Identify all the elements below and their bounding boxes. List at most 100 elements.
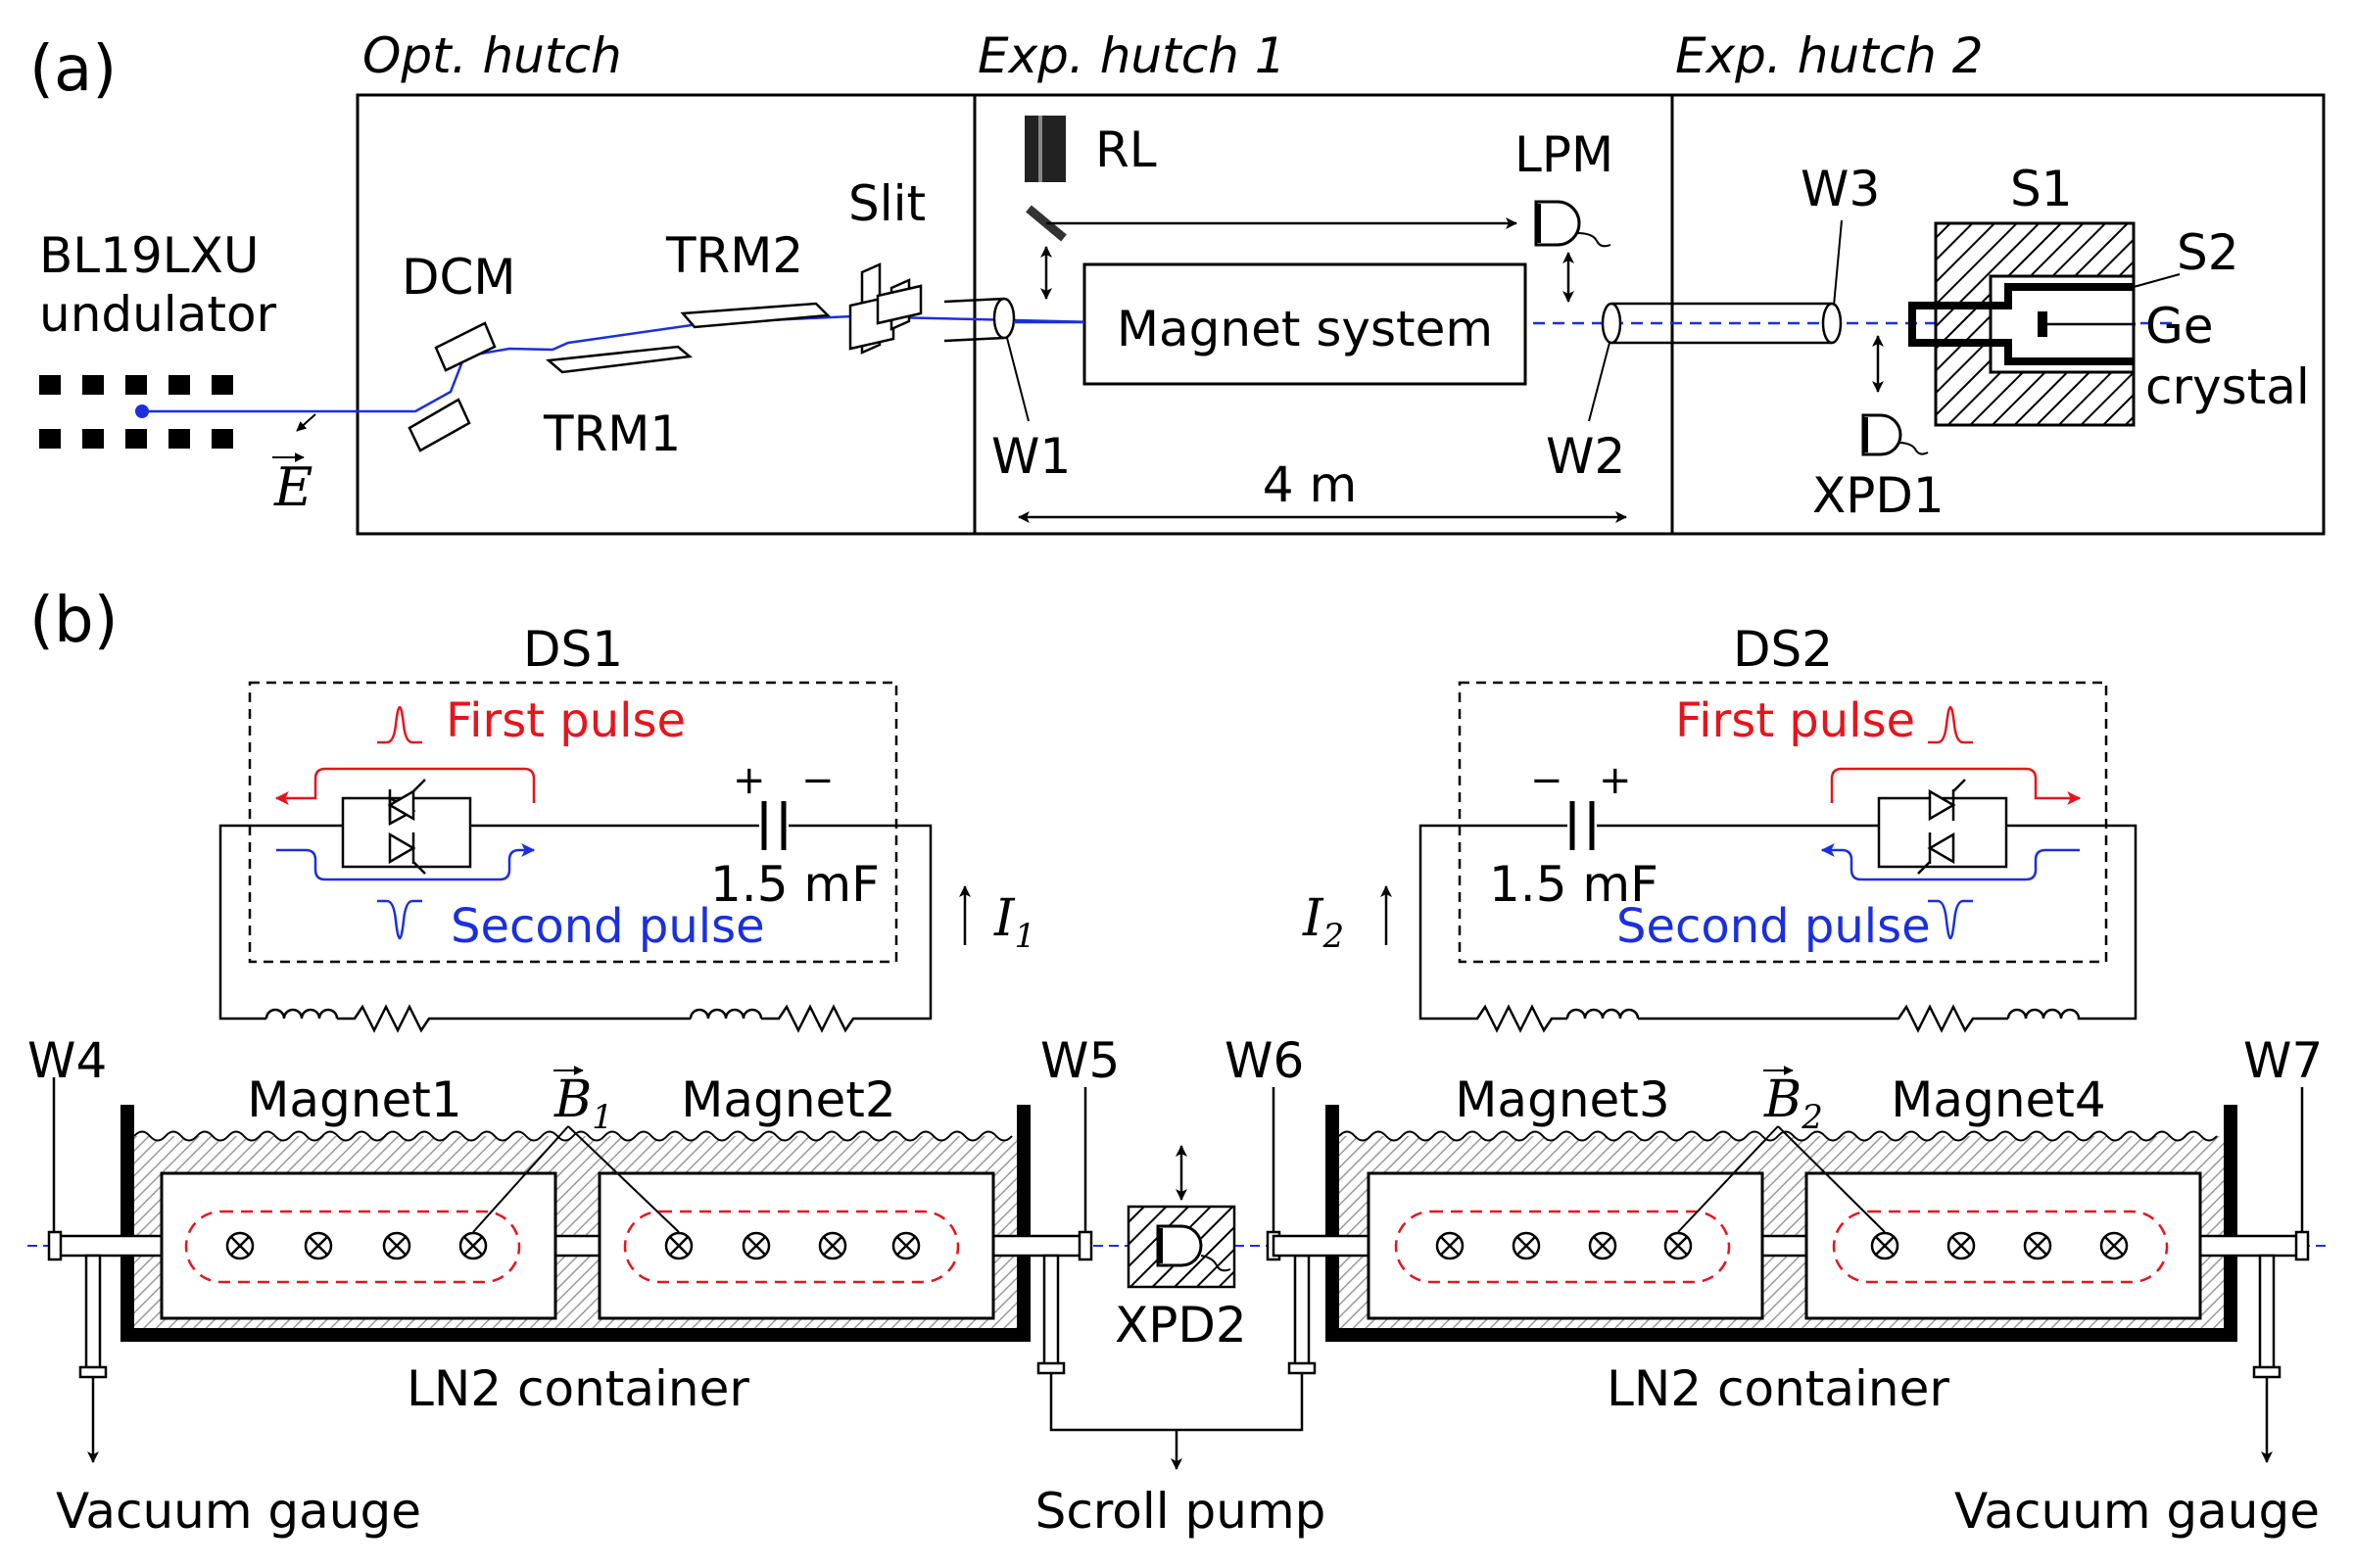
ds2-minus-sign: −	[1530, 758, 1563, 803]
xpd2-label: XPD2	[1115, 1297, 1247, 1354]
vacuum-gauge-left-label: Vacuum gauge	[56, 1483, 421, 1540]
ds2-second-pulse-shape	[1928, 899, 1973, 940]
e-field-label: E	[273, 456, 312, 518]
dcm-crystals	[408, 321, 497, 452]
ds1-second-pulse-shape	[377, 899, 422, 940]
xpd2-detector	[1156, 1224, 1203, 1267]
vacuum-gauge-right-line	[2252, 1254, 2282, 1463]
ds2-loop-wire-left	[1418, 824, 1567, 1021]
vacuum-gauge-left-line	[78, 1254, 108, 1463]
ds1-first-pulse-shape	[377, 705, 422, 744]
magnet4-box	[1804, 1171, 2202, 1320]
ds2-label: DS2	[1733, 621, 1833, 678]
ds1-thyristor-symbols	[387, 779, 426, 875]
w6-label: W6	[1225, 1032, 1304, 1089]
magnet1-2-field-symbols	[225, 1231, 921, 1260]
panel-a: (a) Opt. hutch Exp. hutch 1 Exp. hutch 2…	[29, 27, 2326, 536]
magnet-system-box	[1082, 262, 1527, 386]
magnet2-bore	[623, 1210, 960, 1284]
s2-leader	[2133, 273, 2181, 288]
ge-label: Ge	[2145, 298, 2214, 355]
magnet3-bore	[1394, 1210, 1731, 1284]
ds1-capacitor	[761, 801, 787, 850]
xpd1-detector	[1861, 413, 1902, 456]
w1-window-tube	[943, 297, 1016, 343]
ds1-minus-sign: −	[801, 758, 835, 803]
dcm-label: DCM	[402, 249, 516, 306]
w4-label: W4	[27, 1032, 107, 1089]
b2-label: B2	[1763, 1070, 1823, 1137]
w2-label: W2	[1546, 428, 1625, 485]
magnet3-label: Magnet3	[1455, 1071, 1669, 1128]
ds2-first-pulse-shape	[1928, 705, 1973, 744]
scroll-pump-lines	[1036, 1254, 1317, 1470]
ds2-loop-wire-right	[2006, 824, 2138, 1021]
i2-label: I2	[1302, 889, 1344, 956]
magnet2-label: Magnet2	[681, 1071, 895, 1128]
crystal-label: crystal	[2145, 358, 2310, 415]
ds1-second-pulse-path	[276, 843, 536, 881]
ds2-coil-resistor-chain	[1469, 1004, 2087, 1033]
ds1-first-pulse-label: First pulse	[446, 693, 686, 748]
experimental-hutch-2-label: Exp. hutch 2	[1675, 27, 1984, 84]
magnet3-box	[1367, 1171, 1764, 1320]
ds1-capacitance-label: 1.5 mF	[710, 856, 880, 913]
ds1-wire-right	[789, 824, 933, 1021]
magnet3-4-field-symbols	[1435, 1231, 2129, 1260]
b1-leaders	[472, 1125, 680, 1233]
ds1-plus-sign: +	[733, 758, 766, 803]
b1-label: B1	[553, 1070, 613, 1137]
magnet4-label: Magnet4	[1891, 1071, 2105, 1128]
magnet-system-label: Magnet system	[1117, 301, 1493, 357]
lpm-label: LPM	[1514, 126, 1613, 183]
magnet4-bore	[1832, 1210, 2169, 1284]
ln2-surface-right	[1338, 1130, 2218, 1142]
w2-window-tube	[1601, 302, 1843, 345]
xpd2-cable	[1200, 1255, 1231, 1272]
ge-crystal	[2038, 311, 2047, 337]
s2-shield	[1908, 283, 2134, 365]
magnet1-bore	[184, 1210, 521, 1284]
distance-label: 4 m	[1263, 456, 1357, 513]
ds2-capacitor	[1569, 801, 1595, 850]
w4-window	[47, 1077, 63, 1261]
ds1-second-pulse-label: Second pulse	[451, 899, 765, 954]
ds2-plus-sign: +	[1599, 758, 1632, 803]
experimental-hutch-2-box	[1670, 93, 2326, 536]
trm1-label: TRM1	[543, 405, 681, 462]
w2-leader	[1588, 342, 1610, 422]
trm2-mirror	[680, 302, 831, 329]
optics-hutch-label: Opt. hutch	[362, 27, 622, 84]
scroll-pump-label: Scroll pump	[1035, 1483, 1326, 1540]
experimental-hutch-1-label: Exp. hutch 1	[978, 27, 1286, 84]
ln2-container-left	[120, 1105, 1031, 1342]
ds2-first-pulse-path	[1830, 767, 2082, 805]
ds2-thyristor-symbols	[1917, 779, 1966, 875]
ds2-second-pulse-label: Second pulse	[1616, 899, 1931, 954]
ds2-capacitance-label: 1.5 mF	[1489, 856, 1658, 913]
ds1-first-pulse-path	[274, 767, 536, 805]
lpm-detector	[1534, 200, 1581, 247]
polarization-arrow	[296, 413, 316, 432]
w7-label: W7	[2243, 1032, 2323, 1089]
ds2-first-pulse-label: First pulse	[1675, 693, 1915, 748]
panel-a-label: (a)	[29, 33, 117, 106]
ln2-container-right	[1325, 1105, 2237, 1342]
ds1-coil-resistor-chain	[264, 1004, 882, 1033]
panel-b: (b) DS1 + − 1.5 mF First p	[27, 585, 2327, 1540]
undulator-name-label: BL19LXU	[39, 227, 260, 284]
magnet1-label: Magnet1	[247, 1071, 461, 1128]
rl-label: RL	[1095, 121, 1157, 178]
undulator-magnet-array	[39, 375, 233, 449]
ds1-label: DS1	[523, 621, 623, 678]
ds1-dashed-box	[248, 681, 898, 964]
slit-label: Slit	[848, 175, 926, 232]
w3-label: W3	[1801, 161, 1880, 217]
w6-window	[1266, 1087, 1281, 1261]
magnet2-box	[598, 1171, 995, 1320]
ds1-loop-wire	[218, 824, 343, 1021]
xpd1-label: XPD1	[1812, 467, 1945, 524]
s1-label: S1	[2010, 161, 2073, 217]
w1-label: W1	[991, 428, 1071, 485]
